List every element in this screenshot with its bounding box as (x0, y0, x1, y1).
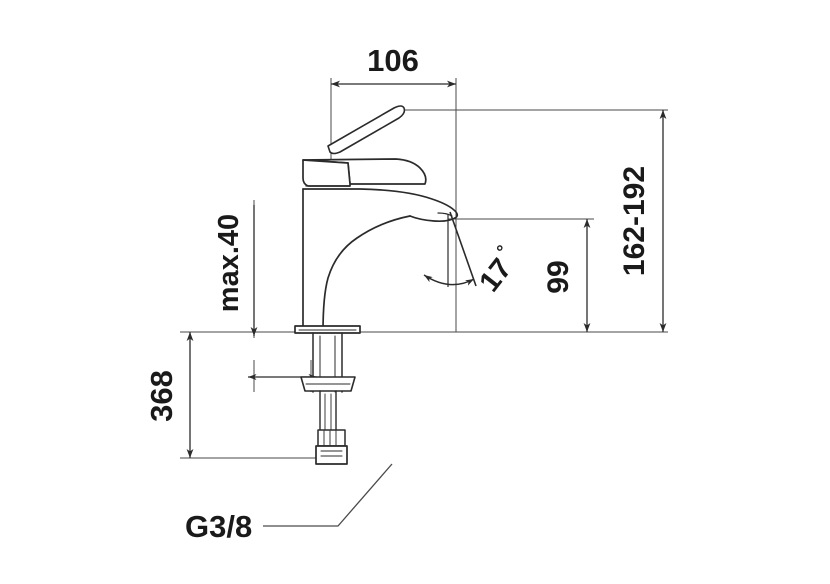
lower-shank-sides (319, 390, 337, 431)
dim-label-162-192: 162-192 (618, 166, 651, 276)
lever-handle (327, 105, 406, 155)
leader-line-g38 (263, 463, 393, 527)
base-flange (294, 325, 361, 334)
lever-handle-body (327, 105, 406, 155)
body-top-profile (302, 188, 459, 219)
dim-label-106: 106 (367, 43, 419, 78)
handle-cap-upper (302, 158, 427, 185)
shank-assembly (300, 332, 356, 465)
hose-collar-ribs (323, 430, 337, 446)
dim-label-368: 368 (144, 370, 179, 422)
angle-dimension-17deg (423, 211, 477, 287)
handle-cap (302, 158, 427, 187)
lower-shank-inner (324, 393, 332, 431)
faucet-body (302, 188, 459, 333)
faucet-drawing (294, 105, 459, 465)
angle-arc (423, 274, 475, 286)
spout-tip-underside (409, 215, 456, 223)
body-inner-curve (322, 215, 411, 333)
annotation-label-g38: G3/8 (185, 509, 252, 544)
dim-label-max40: max.40 (213, 214, 245, 312)
leader-path-g38 (263, 463, 393, 527)
dim-label-99: 99 (542, 260, 575, 293)
handle-cap-left (302, 159, 351, 187)
aerator-line (437, 212, 453, 217)
g38-thread-fitting (315, 445, 348, 465)
dimension-lines (186, 80, 667, 458)
angle-leg-line (449, 211, 477, 287)
hose-collar (317, 429, 346, 447)
